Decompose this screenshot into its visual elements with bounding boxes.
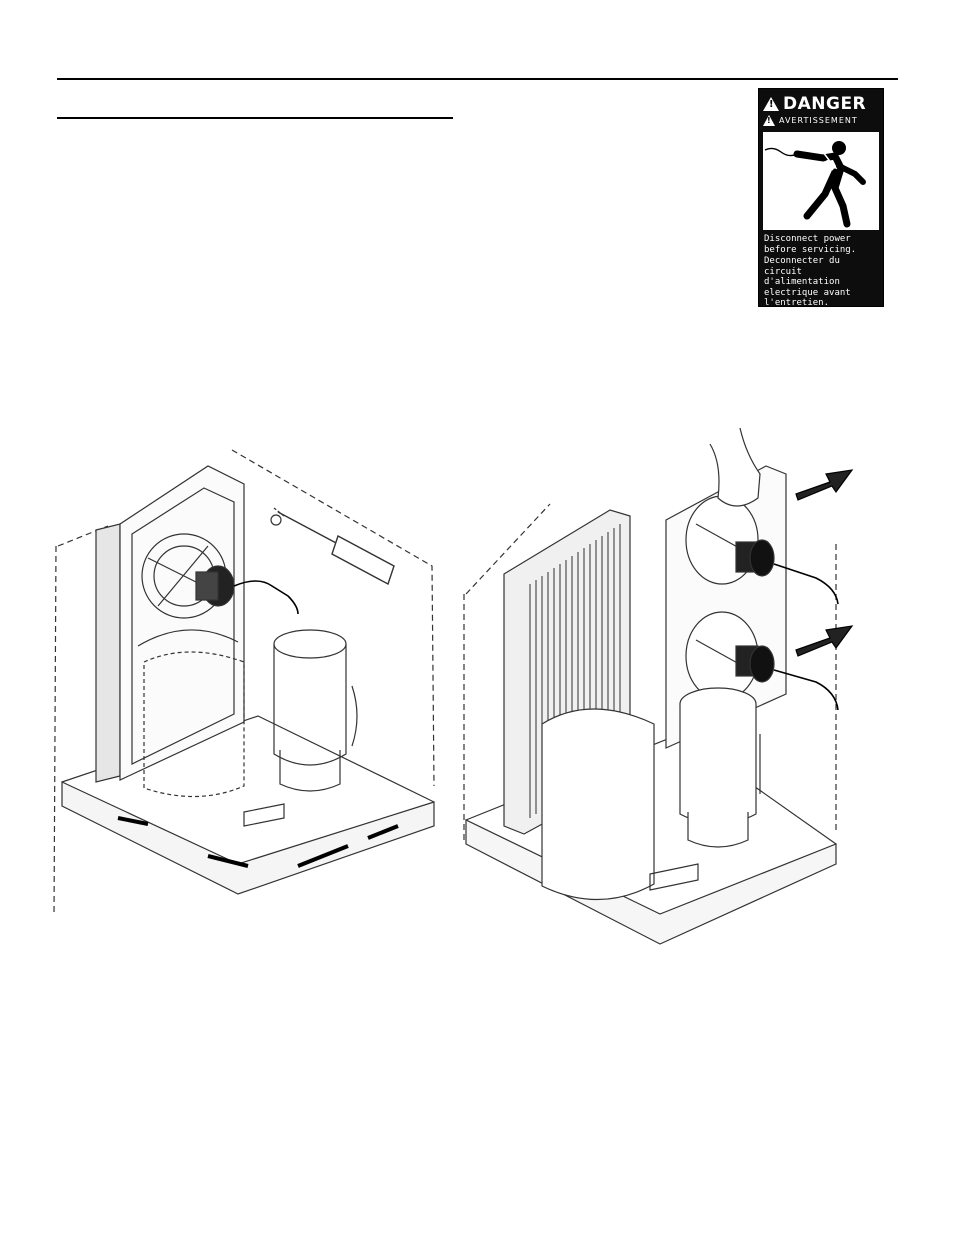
danger-title-row: DANGER [763,94,866,114]
warning-triangle-icon [763,97,779,111]
danger-title: DANGER [783,94,867,114]
electric-shock-icon [763,132,879,230]
section-heading-underline [57,117,453,119]
right-illustration [460,424,880,972]
header-rule [57,78,898,80]
danger-label: DANGER AVERTISSEMENT Disconnect power be… [758,88,884,307]
danger-french-text: Deconnecter du circuit d'alimentation el… [764,256,851,307]
danger-subtitle-row: AVERTISSEMENT [763,115,858,126]
warning-triangle-icon [763,115,775,126]
danger-english-text: Disconnect power before servicing. [764,234,857,255]
left-illustration [48,446,448,924]
danger-subtitle: AVERTISSEMENT [779,116,858,125]
